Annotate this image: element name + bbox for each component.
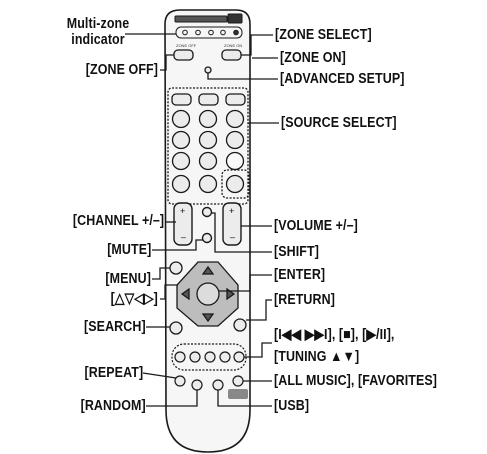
top-panel — [174, 13, 243, 39]
advanced-setup-button — [204, 66, 212, 74]
repeat-button — [174, 375, 186, 387]
label-zone-select: [ZONE SELECT] — [275, 27, 372, 43]
all-music-button — [232, 375, 244, 387]
label-mute: [MUTE] — [106, 242, 151, 258]
label-all-music-favorites: [ALL MUSIC], [FAVORITES] — [274, 373, 438, 389]
label-usb: [USB] — [274, 398, 310, 414]
usb-button — [212, 379, 224, 391]
zone-indicator-led-1 — [182, 29, 188, 36]
label-cursor: [△▽◁▷] — [110, 291, 158, 307]
label-random: [RANDOM] — [80, 398, 146, 414]
channel-rocker — [173, 202, 193, 246]
label-shift: [SHIFT] — [274, 244, 319, 260]
svg-text:+: + — [180, 206, 185, 216]
label-channel: [CHANNEL +/–] — [72, 213, 164, 229]
svg-text:–: – — [230, 232, 235, 242]
label-multi-zone-indicator: Multi-zone indicator — [64, 16, 133, 48]
label-source-select: [SOURCE SELECT] — [281, 115, 397, 131]
volume-rocker — [222, 202, 242, 246]
label-menu: [MENU] — [105, 271, 151, 287]
cursor-pad — [169, 261, 247, 335]
label-volume: [VOLUME +/–] — [274, 218, 358, 234]
zone-indicator-led-3 — [208, 29, 214, 36]
return-button — [233, 318, 247, 332]
label-transport: [I◀◀ ▶▶I], [■], [▶/II], — [274, 327, 395, 343]
label-search: [SEARCH] — [84, 319, 146, 335]
random-button — [191, 379, 203, 391]
label-advanced-setup: [ADVANCED SETUP] — [280, 71, 405, 87]
leader-lines — [125, 33, 279, 407]
zone-indicator-led-4 — [220, 29, 226, 36]
menu-button — [169, 261, 183, 275]
label-return: [RETURN] — [274, 292, 335, 308]
svg-text:ZONE OFF: ZONE OFF — [176, 43, 197, 48]
shift-button — [201, 206, 213, 218]
svg-text:ZONE ON: ZONE ON — [224, 43, 242, 48]
source-select-group — [167, 87, 250, 205]
svg-text:–: – — [181, 232, 186, 242]
rocker-group: + – + – — [173, 202, 242, 246]
source-select-outline — [167, 87, 249, 205]
label-multi-zone-line2: indicator — [71, 32, 125, 48]
mute-button — [201, 232, 213, 244]
zone-indicator-led-2 — [195, 29, 201, 36]
label-repeat: [REPEAT] — [84, 365, 143, 381]
search-button — [169, 321, 183, 335]
enter-button — [196, 282, 220, 306]
label-zone-on: [ZONE ON] — [280, 50, 346, 66]
label-enter: [ENTER] — [274, 267, 326, 283]
zone-on-button — [221, 49, 242, 61]
label-tuning: [TUNING ▲▼] — [274, 349, 360, 365]
label-multi-zone-line1: Multi-zone — [66, 16, 130, 32]
svg-text:+: + — [229, 206, 234, 216]
label-zone-off: [ZONE OFF] — [85, 62, 158, 78]
zone-off-button — [173, 49, 194, 61]
